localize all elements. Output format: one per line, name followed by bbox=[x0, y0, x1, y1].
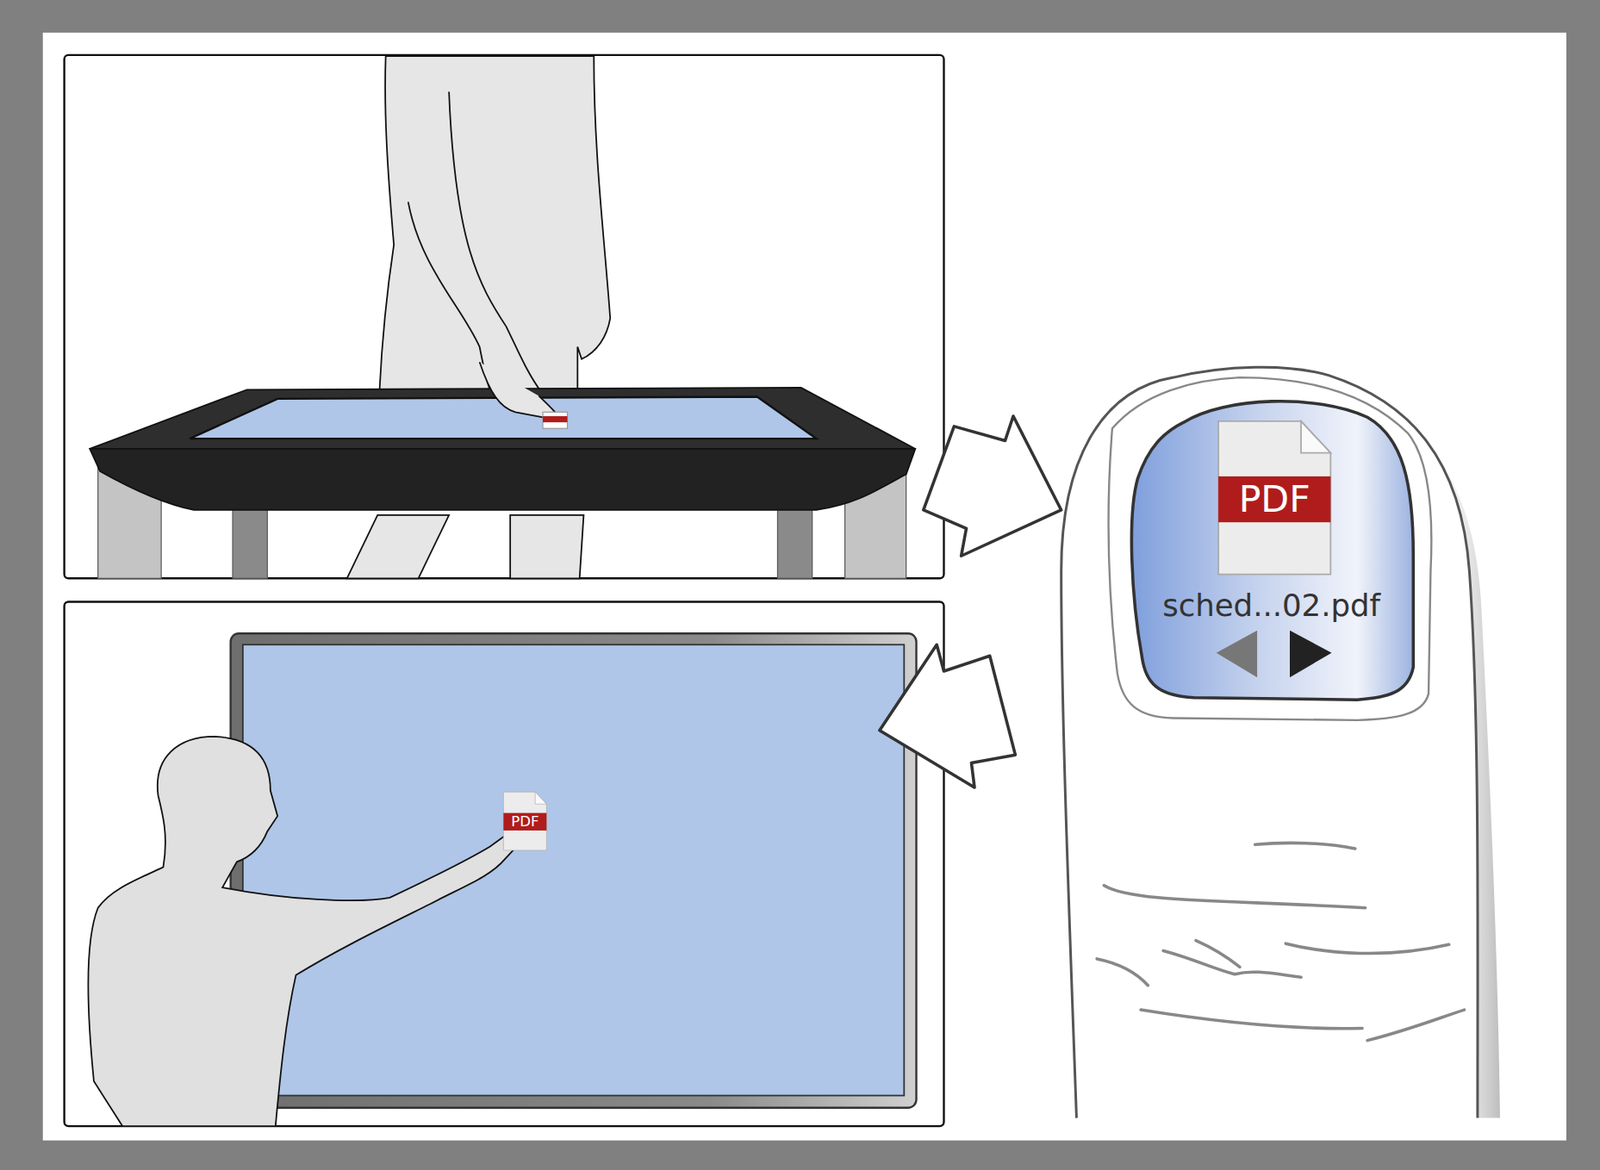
page-fold bbox=[1301, 421, 1331, 454]
prev-button bbox=[1216, 630, 1258, 678]
file-icon: PDF bbox=[1217, 420, 1333, 576]
finger bbox=[1061, 367, 1501, 1118]
tabletop-scene bbox=[64, 55, 945, 579]
file-type: PDF bbox=[1217, 476, 1333, 523]
nail-display: sched...02.pdf PDF bbox=[1122, 392, 1421, 704]
wall-scene bbox=[64, 602, 945, 1127]
nail-outline bbox=[1131, 401, 1414, 700]
file-icon: PDF bbox=[503, 791, 548, 852]
transfer-arrow bbox=[923, 416, 1062, 556]
file-name: sched...02.pdf bbox=[1122, 587, 1421, 623]
page bbox=[503, 791, 547, 851]
file-type: PDF bbox=[503, 812, 548, 831]
next-button bbox=[1289, 630, 1333, 678]
transfer-arrow bbox=[879, 644, 1016, 788]
canvas bbox=[43, 32, 1567, 1141]
page-fold bbox=[535, 791, 547, 804]
pdf-band bbox=[503, 813, 547, 831]
